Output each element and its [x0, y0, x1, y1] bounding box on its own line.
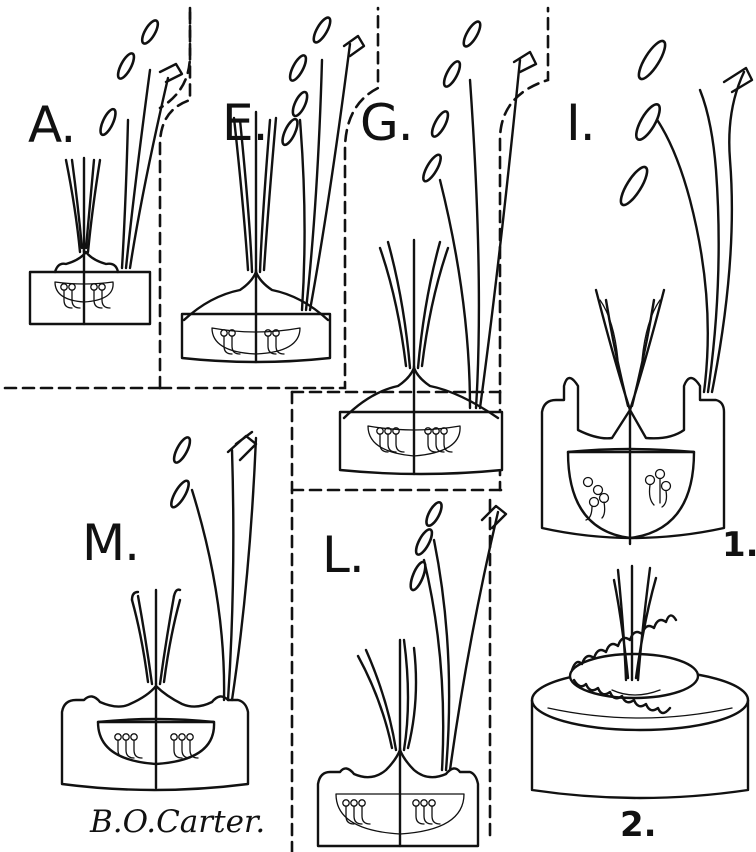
panel-m: M. B.O.Carter. [62, 432, 265, 840]
detail-2: 2. [532, 566, 748, 845]
panel-i: I. 1. [542, 38, 756, 565]
panel-g: G. [340, 19, 536, 474]
panel-g-flower [340, 19, 536, 474]
panel-g-label: G. [360, 94, 413, 152]
detail-2-drawing [532, 566, 748, 798]
detail-1-label: 1. [722, 525, 756, 565]
detail-2-label: 2. [620, 805, 657, 845]
panel-i-label: I. [566, 94, 595, 152]
panel-a-label: A. [28, 96, 75, 154]
panel-m-flower [62, 432, 256, 790]
panel-l-label: L. [322, 526, 364, 584]
panel-e-flower [182, 15, 364, 362]
panel-e-label: E. [222, 94, 268, 152]
panel-m-label: M. [82, 514, 139, 572]
panel-l: L. [318, 500, 506, 846]
panel-e: E. [182, 15, 364, 362]
artist-signature: B.O.Carter. [89, 804, 265, 840]
